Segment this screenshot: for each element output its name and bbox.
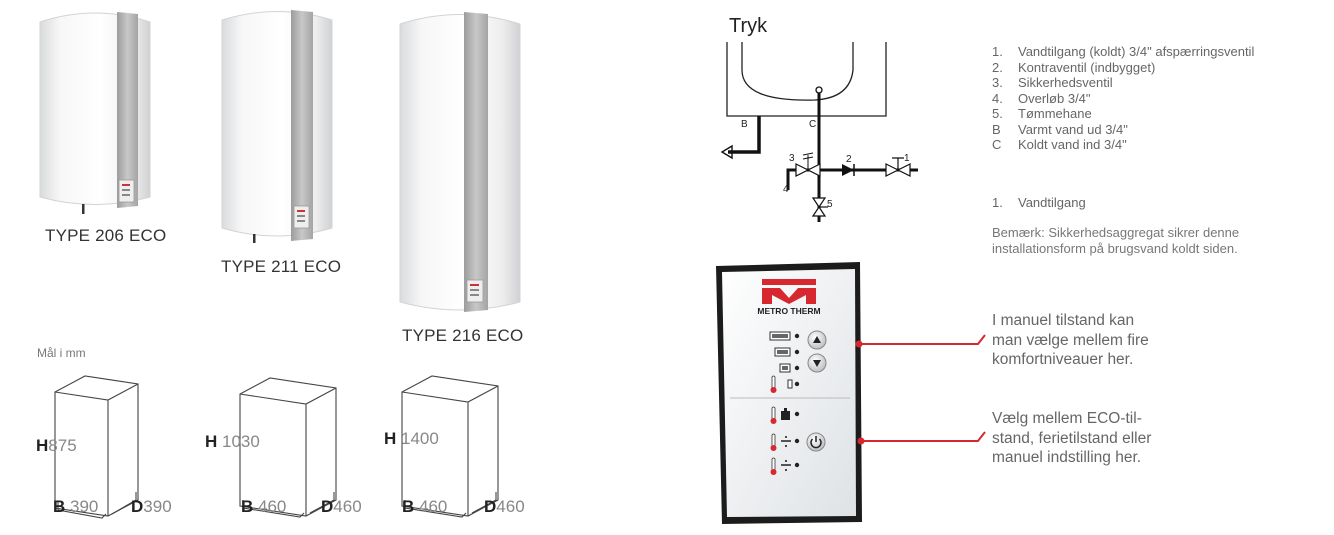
legend-item: 4.Overløb 3/4" [992, 90, 1091, 106]
dimensions-note: Mål i mm [37, 346, 86, 360]
callout-comfort-levels: I manuel tilstand kan man vælge mellem f… [992, 312, 1149, 368]
depth-label-211: D460 [321, 497, 362, 516]
label-1: 1 [904, 153, 910, 164]
manual-icon [781, 460, 791, 471]
power-button[interactable] [806, 432, 826, 452]
comfort-level-icons [769, 331, 800, 393]
dimension-boxes [54, 375, 499, 519]
heater-211-image [221, 10, 333, 243]
depth-label-216: D460 [484, 497, 525, 516]
chevron-down-icon [813, 360, 821, 367]
installation-note: Bemærk: Sikkerhedsaggregat sikrer denne … [992, 225, 1240, 256]
heater-216-image [399, 12, 521, 312]
callout-lines [859, 334, 986, 442]
legend-extra: 1.Vandtilgang [992, 195, 1086, 210]
heater-206-image [39, 12, 151, 214]
label-3: 3 [789, 153, 795, 164]
product-images [39, 10, 521, 312]
schematic-title: Tryk [729, 15, 768, 37]
product-label-206: TYPE 206 ECO [45, 226, 167, 245]
up-button[interactable] [807, 330, 827, 350]
callout-modes: Vælg mellem ECO-til- stand, ferietilstan… [992, 410, 1152, 466]
power-icon [810, 436, 822, 449]
piping-schematic: B C 1 2 3 4 5 [720, 42, 918, 222]
product-label-216: TYPE 216 ECO [402, 326, 524, 345]
product-label-211: TYPE 211 ECO [221, 257, 342, 276]
chevron-up-icon [813, 336, 821, 343]
height-label-206: H875 [36, 436, 77, 455]
height-label-211: H 1030 [205, 432, 260, 451]
dimension-box-206 [54, 375, 139, 519]
label-4: 4 [783, 184, 789, 195]
width-label-206: B 390 [53, 497, 99, 516]
legend-item: 5.Tømmehane [992, 106, 1092, 121]
dimension-box-211 [239, 377, 337, 518]
svg-text:METRO THERM: METRO THERM [757, 306, 820, 316]
label-5: 5 [827, 199, 833, 210]
height-label-216: H 1400 [384, 429, 439, 448]
label-c: C [809, 119, 816, 130]
mode-icons [770, 406, 800, 475]
control-panel: METRO THERM [716, 262, 865, 524]
legend-item: 2.Kontraventil (indbygget) [992, 59, 1156, 75]
vacation-icon [781, 408, 790, 420]
metro-therm-logo: METRO THERM [757, 279, 821, 316]
legend-item: 1.Vandtilgang (koldt) 3/4" afspærringsve… [992, 44, 1255, 59]
label-2: 2 [846, 154, 852, 165]
width-label-211: B 460 [241, 497, 287, 516]
depth-label-206: D390 [131, 497, 172, 516]
eco-icon [781, 436, 791, 447]
width-label-216: B 460 [402, 497, 448, 516]
dimension-box-216 [401, 375, 499, 518]
down-button[interactable] [807, 353, 827, 373]
legend-item: 3.Sikkerhedsventil [992, 75, 1113, 90]
label-b: B [741, 119, 748, 130]
legend: 1.Vandtilgang (koldt) 3/4" afspærringsve… [992, 44, 1254, 153]
